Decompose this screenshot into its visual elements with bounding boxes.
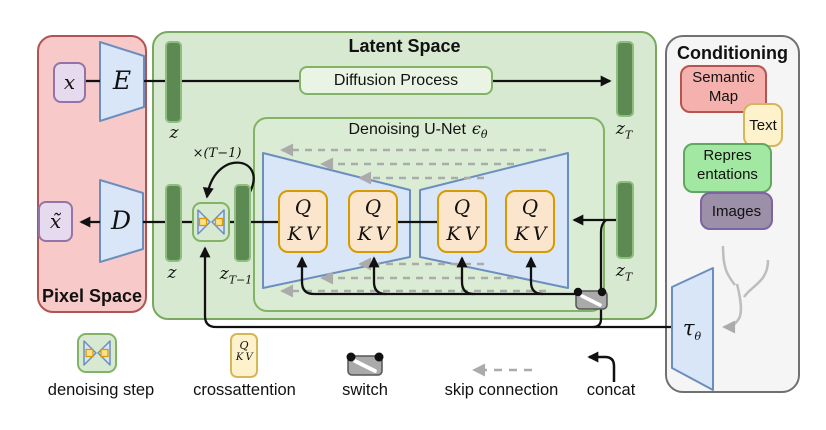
latent-bars xyxy=(165,41,634,262)
crossattention-legend-icon: Q K V xyxy=(230,333,258,378)
conditioning-tree xyxy=(721,245,770,334)
tau-label: τθ xyxy=(682,316,702,344)
unet-epsilon: ϵ xyxy=(471,119,481,138)
attention-block-3: Q K V xyxy=(437,190,487,253)
concat-legend-icon xyxy=(587,351,616,382)
unet-decoder-shape xyxy=(419,152,569,289)
attention-block-1: Q K V xyxy=(278,190,328,253)
zt1-bar xyxy=(234,184,251,262)
attention-kv-label: K V xyxy=(287,223,320,245)
z-bar-top xyxy=(165,41,182,123)
conditioning-text: Text xyxy=(743,103,783,147)
legend-skip-connection: skip connection xyxy=(444,381,559,399)
tau-encoder-shape xyxy=(671,267,714,391)
zt-bottom-label: zT xyxy=(615,261,633,284)
x-tilde-output-box: x̃ xyxy=(38,201,73,242)
qkv-feed-branch-2 xyxy=(368,256,387,296)
legend-crossattention: crossattention xyxy=(193,381,296,399)
decoder-shape xyxy=(99,179,144,263)
z-top-label: z xyxy=(169,123,179,143)
encoder-shape xyxy=(99,41,145,122)
x-input-box: x xyxy=(53,62,86,103)
zt-bar-bottom xyxy=(616,181,634,259)
attention-q-label: Q xyxy=(364,195,382,219)
legend-denoising-step: denoising step xyxy=(47,381,155,399)
qkv-feed-branch-3 xyxy=(456,256,475,296)
conditioning-title: Conditioning xyxy=(677,43,788,63)
switch-icon xyxy=(573,287,608,310)
qkv-feed-branch-4 xyxy=(525,256,544,296)
decoder-label: D xyxy=(110,206,132,235)
pixel-space-title: Pixel Space xyxy=(41,286,143,306)
denoising-step-legend-icon xyxy=(77,333,117,373)
legend-switch: switch xyxy=(342,381,388,399)
attention-kv-label: K V xyxy=(357,223,390,245)
loop-count-label: ×(T−1) xyxy=(192,146,242,161)
attention-q-label: Q xyxy=(294,195,312,219)
zt-top-label: zT xyxy=(615,119,633,142)
tau-feed-arrow xyxy=(199,246,671,329)
zt-minus-1-label: zT−1 xyxy=(219,264,253,287)
loop-arrow xyxy=(202,161,255,199)
conditioning-images: Images xyxy=(700,192,773,230)
attention-kv-label: K V xyxy=(514,223,547,245)
unet-title-text: Denoising U-Net xyxy=(348,121,466,138)
z-bar-bottom xyxy=(165,184,182,262)
conditioning-representations: Repres entations xyxy=(683,143,772,193)
diffusion-process-box: Diffusion Process xyxy=(299,66,493,95)
switch-legend-icon xyxy=(346,352,384,376)
denoising-step-icon xyxy=(192,202,230,242)
switch-to-tau-line xyxy=(592,309,603,329)
zt-bar-top xyxy=(616,41,634,117)
qkv-feed-line xyxy=(296,256,577,296)
attention-kv-label: K V xyxy=(446,223,479,245)
encoder-label: E xyxy=(112,66,132,95)
attention-q-label: Q xyxy=(521,195,539,219)
attention-block-2: Q K V xyxy=(348,190,398,253)
attention-block-4: Q K V xyxy=(505,190,555,253)
attention-q-label: Q xyxy=(453,195,471,219)
skip-connection-arrows xyxy=(280,143,546,298)
legend-concat: concat xyxy=(586,381,636,399)
latent-space-title: Latent Space xyxy=(348,36,461,56)
zt-to-switch-branch xyxy=(599,219,607,291)
z-bottom-label: z xyxy=(167,263,177,283)
